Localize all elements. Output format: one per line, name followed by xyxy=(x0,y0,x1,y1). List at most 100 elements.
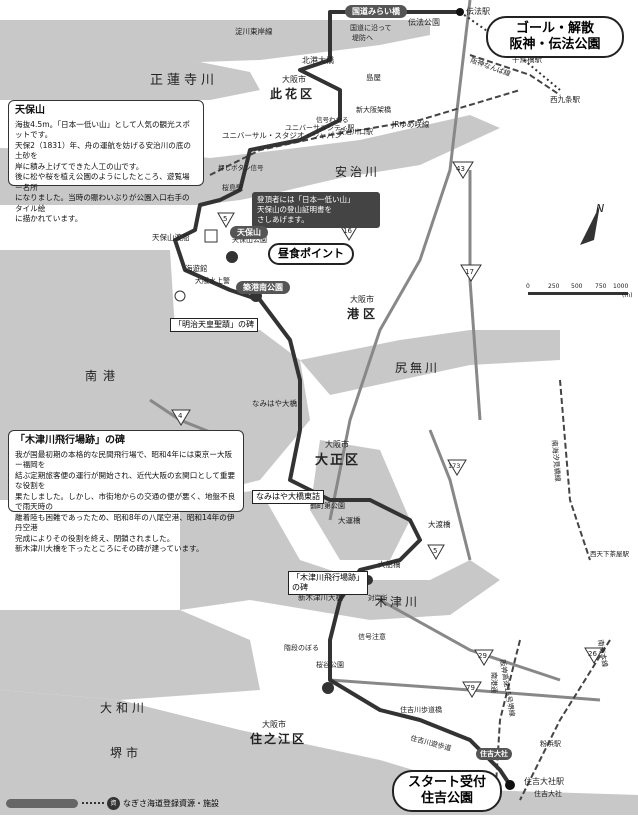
water-yamatogawa xyxy=(0,690,638,815)
walking-route xyxy=(173,10,512,787)
water-yamatogawa-label: 大和川 xyxy=(100,701,148,715)
info-tenpozan-line: 天保2（1831）年、舟の運航を妨げる安治川の底の土砂を xyxy=(15,140,192,161)
place-sakurajima: 桜島駅 xyxy=(222,183,243,192)
info-tenpozan: 天保山 海抜4.5m。「日本一低い山」として人気の観光スポットです。 天保2（1… xyxy=(8,100,204,223)
kizu-monument-line1: 「木津川飛行場跡」 xyxy=(292,573,364,582)
place-nankai-line: 南海汐見橋線 xyxy=(550,439,563,482)
start-line2: 住吉公園 xyxy=(420,791,473,806)
start-title: スタート受付 住吉公園 xyxy=(392,770,502,812)
scale-bar: 0 250 500 750 1000 (m) xyxy=(526,283,633,299)
meiji-monument-label: 「明治天皇聖蹟」の碑 xyxy=(174,320,254,329)
kizu-monument-tag: 「木津川飛行場跡」 の碑 xyxy=(288,571,368,595)
rail-nankai-shiomi xyxy=(559,379,591,561)
shield-26-label: 26 xyxy=(588,650,597,658)
info-kizugawa-line: 完成によりその役割を終え、閉鎖されました。 xyxy=(15,533,175,543)
place-universal-city: ユニバーサルシティ駅 xyxy=(285,124,354,132)
minatomachi-tag: 築港南公園 xyxy=(236,281,290,294)
start-line1: スタート受付 xyxy=(407,775,486,790)
place-usj: ユニバーサル・スタジオ・ジャパン xyxy=(222,131,342,140)
shield-173-label: 173 xyxy=(448,462,460,470)
ward-suminoe-name: 住之江区 xyxy=(250,731,306,746)
place-kaigansho: 対岸所 xyxy=(368,593,388,602)
road-shields: 43 17 5 16 4 173 5 29 79 26 xyxy=(171,161,604,698)
shield-43: 43 xyxy=(452,161,474,179)
place-shin-kizugawa-bridge: 新木津川大橋 xyxy=(298,592,343,602)
place-hiranishi-park: 桜谷公園 xyxy=(316,660,344,669)
info-kizugawa-line: 離着陸も困難であったため、昭和8年の八尾空港、昭和14年の伊丹空港 xyxy=(15,512,235,533)
meiji-monument-tag: 「明治天皇聖蹟」の碑 xyxy=(170,318,258,332)
place-denpo-park: 伝法公園 xyxy=(408,17,440,27)
monument-icon-meiji xyxy=(174,290,186,302)
water-shirinashi-label: 尻無川 xyxy=(395,360,440,375)
place-shin-osaka-bridge: 新大阪架橋 xyxy=(356,105,391,114)
namihaya-east-label: なみはや大橋東詰 xyxy=(256,492,320,501)
north-arrow: N xyxy=(580,202,604,245)
legend-dots xyxy=(82,802,104,804)
water-shorengawa-label: 正蓮寺川 xyxy=(150,73,218,88)
place-tenpozan-park: 天保山公園 xyxy=(232,235,267,244)
sakai-label: 堺市 xyxy=(110,745,142,760)
kizu-monument-line2: の碑 xyxy=(292,583,308,592)
water-shorengawa-inner xyxy=(0,62,260,100)
shield-43-label: 43 xyxy=(456,165,465,173)
info-kizugawa-title: 「木津川飛行場跡」の碑 xyxy=(15,435,125,446)
lunch-point: 昼食ポイント xyxy=(268,243,354,265)
minatomachi-label: 築港南公園 xyxy=(243,283,283,292)
place-jr-yumesaki: JRゆめ咲線 xyxy=(391,119,430,129)
rail-nankai-main xyxy=(519,639,611,801)
info-tenpozan-line: 海抜4.5m。「日本一低い山」として人気の観光スポットです。 xyxy=(15,119,190,140)
ward-suminoe-city: 大阪市 xyxy=(262,719,286,729)
water-nanko-label: 南港 xyxy=(85,368,121,383)
shield-17: 17 xyxy=(460,264,482,282)
place-otaki-bridge: 大渡橋 xyxy=(428,519,451,529)
sumiyoshi-taisha-tag: 住吉大社 xyxy=(476,748,512,760)
rail-hankai xyxy=(494,639,521,801)
ward-minato-city: 大阪市 xyxy=(350,294,374,304)
lunch-note: 登頂者には「日本一低い山」 天保山の登山証明書を さしあげます。 xyxy=(252,192,380,228)
tenpozan-mountain-icon xyxy=(204,229,218,243)
ward-minato-name: 港区 xyxy=(347,306,379,321)
place-stairs: 階段のぼる xyxy=(284,643,319,652)
road-173 xyxy=(428,429,472,561)
road-43 xyxy=(328,0,472,521)
sumiyoshi-taisha-tag-label: 住吉大社 xyxy=(480,750,508,758)
place-denpo-sta: 伝法駅 xyxy=(466,6,490,16)
place-sumiyoshi-river: 住吉川遊歩道 xyxy=(409,733,452,753)
north-label: N xyxy=(596,202,604,215)
place-sumiyoshi-shrine: 住吉大社 xyxy=(534,789,562,798)
scale-1000: 1000 xyxy=(613,283,628,290)
route-path xyxy=(173,10,512,787)
shield-4: 4 xyxy=(171,409,191,426)
shield-4-label: 4 xyxy=(178,412,183,420)
goal-title: ゴール・解散 阪神・伝法公園 xyxy=(486,16,624,58)
tenpozan-tag: 天保山 xyxy=(230,226,268,239)
place-signal-tenpo: 押しボタン信号 xyxy=(218,163,264,172)
place-kokudo-note2: 堤防へ xyxy=(352,33,373,42)
shield-29: 29 xyxy=(474,649,494,666)
scale-0: 0 xyxy=(526,283,530,290)
shield-17-label: 17 xyxy=(465,268,474,276)
place-nishitenga: 西天下茶屋駅 xyxy=(590,549,630,558)
lunch-point-label: 昼食ポイント xyxy=(278,247,344,260)
legend-mark-icon: 資 xyxy=(107,796,120,810)
place-kokudo-note1: 国道に沿って xyxy=(350,23,392,32)
place-ajikawaguchi: 安治川口駅 xyxy=(338,127,373,136)
goal-marker xyxy=(456,8,464,16)
ward-taisho-city: 大阪市 xyxy=(325,439,349,449)
ward-taisho-name: 大正区 xyxy=(315,452,360,468)
ward-konohana-city: 大阪市 xyxy=(282,74,306,84)
rail-lines xyxy=(209,54,611,801)
road-17 xyxy=(468,170,482,421)
place-nishikujo: 西九条駅 xyxy=(550,94,580,104)
place-kohama: 粉浜駅 xyxy=(540,739,561,748)
water-shorengawa xyxy=(0,20,430,65)
shield-5b-label: 5 xyxy=(433,547,437,555)
place-sumiyoshi-bridge: 住吉川歩道橋 xyxy=(400,705,442,714)
tenpozan-tag-label: 天保山 xyxy=(237,228,261,237)
scale-750: 750 xyxy=(595,283,607,290)
scale-500: 500 xyxy=(571,283,583,290)
namihaya-east-tag: なみはや大橋東詰 xyxy=(252,490,324,504)
wc-icon-tenpozan xyxy=(226,251,238,263)
place-yodogawa: 淀川東岸線 xyxy=(235,26,273,36)
